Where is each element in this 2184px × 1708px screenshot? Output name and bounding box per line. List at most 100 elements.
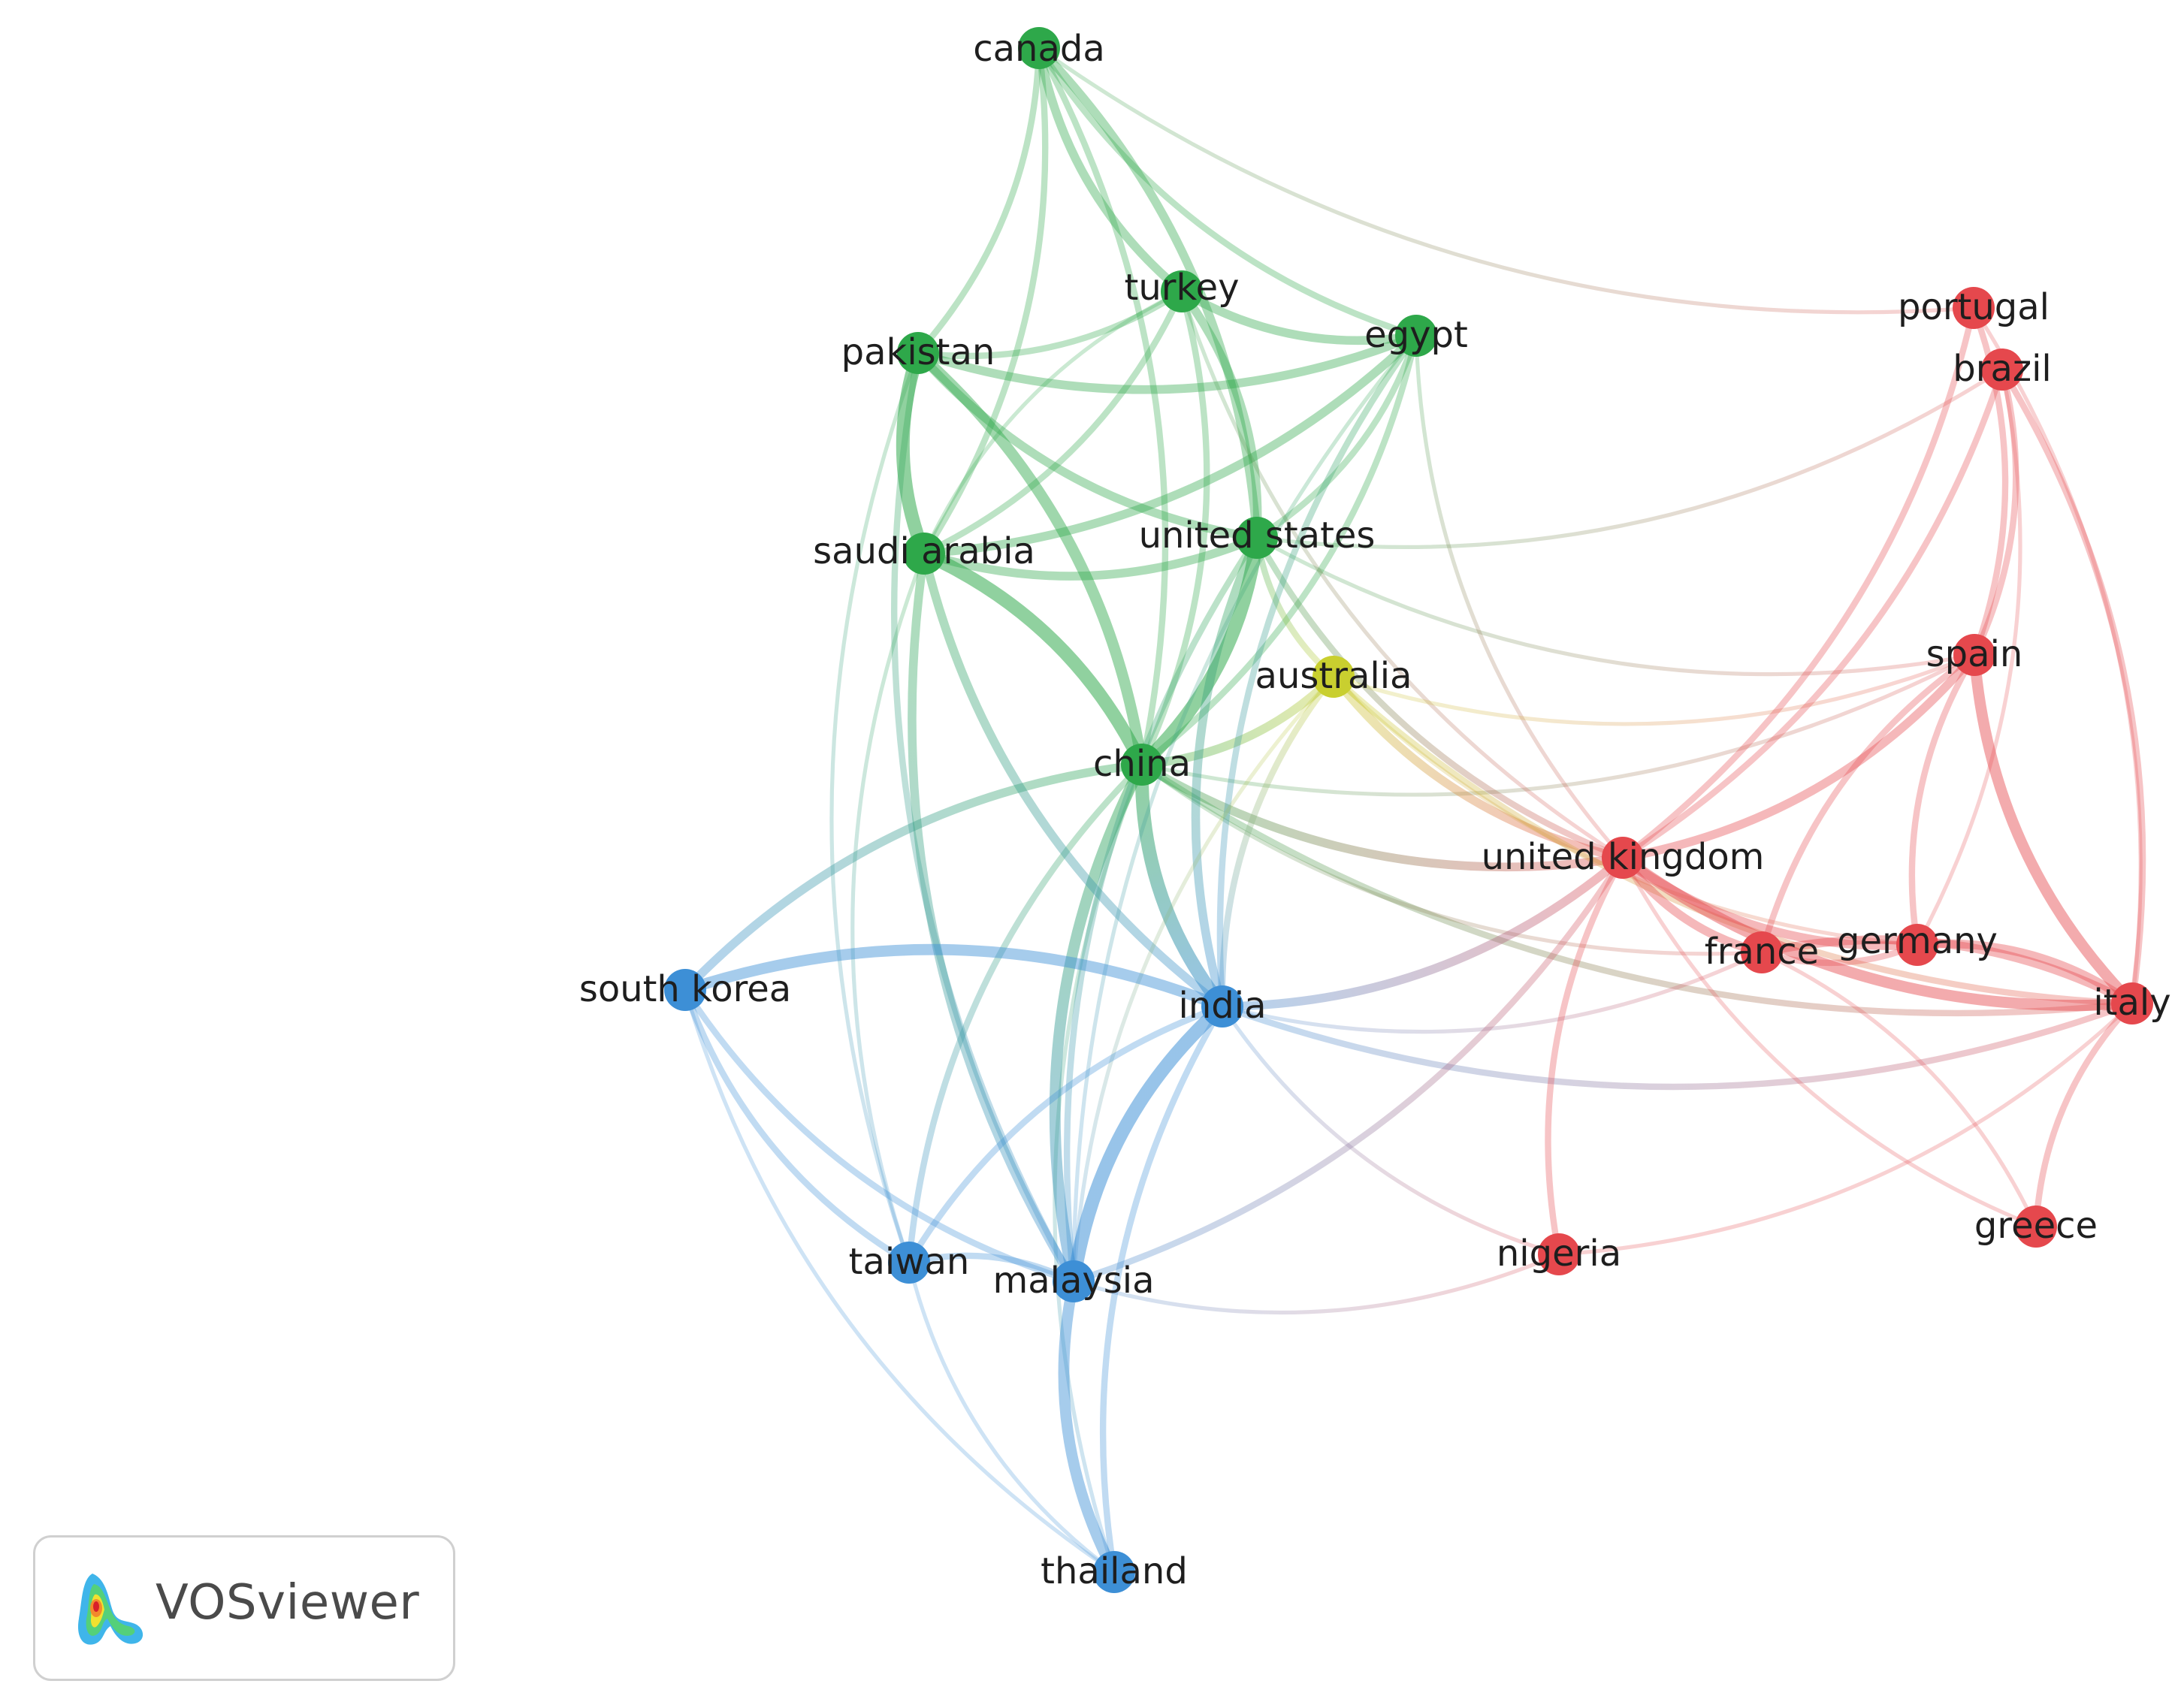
node-label-saudi-arabia: saudi arabia (813, 530, 1035, 572)
link-united_states-united_kingdom (1253, 534, 1627, 862)
link-turkey-egypt (1177, 287, 1421, 346)
link-pakistan-malaysia (890, 349, 1077, 1285)
link-united_states-india (1191, 533, 1261, 1011)
link-malaysia-thailand (1058, 1275, 1120, 1578)
link-united_kingdom-france (1618, 853, 1766, 957)
link-united_states-malaysia (1063, 534, 1261, 1285)
node-taiwan[interactable] (888, 1242, 930, 1284)
node-saudi-arabia[interactable] (903, 533, 945, 575)
node-label-nigeria: nigeria (1497, 1233, 1621, 1275)
links-layer (679, 44, 2146, 1578)
node-label-australia: australia (1255, 655, 1412, 697)
node-nigeria[interactable] (1538, 1233, 1580, 1275)
link-italy-france (1757, 935, 2137, 1008)
link-egypt-india (1216, 332, 1420, 1010)
link-egypt-united_kingdom (1414, 333, 1625, 860)
link-egypt-malaysia (1071, 333, 1418, 1284)
node-label-egypt: egypt (1364, 314, 1468, 356)
link-greece-france (1760, 950, 2038, 1229)
link-australia-united_kingdom (1329, 672, 1627, 862)
link-italy-greece (2032, 1000, 2136, 1230)
node-india[interactable] (1201, 985, 1243, 1028)
link-south_korea-taiwan (681, 986, 913, 1266)
link-australia-malaysia (1071, 674, 1336, 1284)
link-turkey-united_kingdom (1180, 289, 1625, 860)
link-spain-germany (1908, 651, 1978, 949)
link-united_states-spain (1255, 536, 1977, 677)
link-china-saudi_arabia (917, 547, 1149, 771)
node-label-italy: italy (2093, 982, 2170, 1024)
link-india-thailand (1099, 1003, 1226, 1576)
node-turkey[interactable] (1161, 270, 1203, 312)
link-united_kingdom-greece (1621, 856, 2038, 1229)
node-united-states[interactable] (1236, 517, 1278, 559)
node-germany[interactable] (1896, 924, 1938, 966)
link-china-spain (1140, 653, 1977, 797)
node-portugal[interactable] (1953, 287, 1995, 329)
node-australia[interactable] (1313, 656, 1355, 698)
link-india-nigeria (1220, 1004, 1561, 1257)
link-saudi_arabia-turkey (920, 288, 1186, 557)
link-pakistan-egypt (914, 331, 1421, 394)
link-china-united_states (1135, 531, 1264, 771)
node-label-united-kingdom: united kingdom (1482, 836, 1765, 878)
link-united_states-turkey (1177, 287, 1262, 542)
link-saudi_arabia-india (920, 549, 1227, 1011)
link-india-france (1220, 950, 1764, 1034)
node-label-portugal: portugal (1898, 286, 2050, 328)
link-nigeria-italy (1557, 1001, 2134, 1257)
link-china-italy (1138, 761, 2136, 1017)
link-china-united_kingdom (1137, 760, 1627, 872)
node-greece[interactable] (2015, 1206, 2057, 1248)
link-china-taiwan (905, 761, 1146, 1266)
link-india-united_kingdom (1218, 853, 1627, 1011)
node-label-south-korea: south korea (579, 968, 791, 1010)
node-brazil[interactable] (1981, 349, 2023, 391)
node-canada[interactable] (1018, 27, 1060, 69)
link-china-south_korea (681, 760, 1146, 994)
node-label-spain: spain (1926, 633, 2023, 675)
link-australia-india (1219, 673, 1337, 1010)
link-saudi_arabia-taiwan (850, 551, 926, 1265)
link-india-south_korea (679, 943, 1228, 1012)
node-italy[interactable] (2111, 982, 2153, 1024)
node-spain[interactable] (1953, 634, 1995, 676)
link-taiwan-thailand (907, 1260, 1116, 1574)
link-pakistan-united_states (914, 349, 1261, 542)
link-canada-egypt (1035, 44, 1420, 339)
link-china-india (1134, 758, 1229, 1013)
link-united_kingdom-portugal (1619, 304, 1977, 862)
link-malaysia-nigeria (1071, 1252, 1561, 1315)
node-united-kingdom[interactable] (1602, 837, 1644, 879)
node-france[interactable] (1741, 931, 1783, 973)
link-south_korea-malaysia (681, 986, 1077, 1285)
node-label-united-states: united states (1139, 515, 1376, 557)
node-south-korea[interactable] (664, 969, 706, 1011)
link-saudi_arabia-egypt (920, 331, 1421, 558)
link-china-malaysia (1049, 759, 1148, 1287)
node-pakistan[interactable] (897, 332, 939, 374)
node-label-thailand: thailand (1041, 1550, 1188, 1592)
link-malaysia-united_kingdom (1070, 854, 1627, 1285)
node-label-india: india (1179, 985, 1267, 1027)
link-australia-germany (1331, 674, 1920, 947)
nodes-layer (664, 27, 2153, 1593)
link-united_states-brazil (1255, 367, 2004, 549)
link-malaysia-taiwan (905, 1252, 1077, 1285)
node-egypt[interactable] (1395, 315, 1437, 357)
node-malaysia[interactable] (1053, 1260, 1095, 1302)
vosviewer-logo-icon (77, 1574, 143, 1645)
link-italy-brazil (1998, 366, 2146, 1007)
link-pakistan-taiwan (829, 351, 920, 1265)
node-label-france: france (1705, 931, 1819, 973)
node-china[interactable] (1121, 744, 1163, 786)
link-canada-turkey (1035, 44, 1186, 296)
link-saudi_arabia-canada (920, 44, 1049, 557)
node-label-taiwan: taiwan (849, 1241, 970, 1283)
link-india-malaysia (1067, 1000, 1229, 1288)
node-label-greece: greece (1974, 1205, 2098, 1247)
node-label-turkey: turkey (1125, 267, 1240, 309)
node-thailand[interactable] (1093, 1551, 1135, 1593)
link-spain-italy (1968, 649, 2138, 1009)
